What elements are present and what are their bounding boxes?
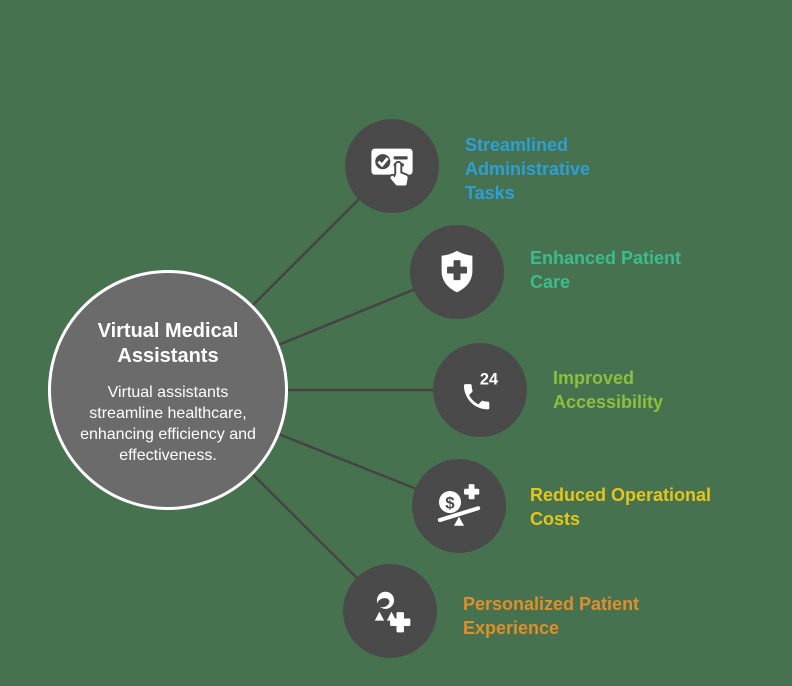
task-card-hand-icon [371, 148, 413, 188]
hub-circle: Virtual Medical Assistants Virtual assis… [48, 270, 288, 510]
node-improved-accessibility: 24 [433, 343, 527, 437]
phone-24-icon: 24 [463, 370, 498, 410]
cost-balance-icon: $ [437, 484, 481, 526]
dollar-symbol: $ [445, 493, 455, 512]
label-reduced-operational-costs: Reduced Operational Costs [530, 485, 712, 529]
shield-cross-icon [441, 250, 473, 293]
label-streamlined-administrative-tasks: Streamlined Administrative Tasks [465, 135, 591, 203]
patient-plus-icon [374, 591, 411, 633]
label-improved-accessibility: Improved Accessibility [553, 368, 664, 412]
label-enhanced-patient-care: Enhanced Patient Care [530, 248, 682, 292]
node-reduced-operational-costs: $ [412, 459, 506, 553]
hub-title: Virtual Medical Assistants [97, 320, 239, 367]
phone-24-badge: 24 [480, 370, 498, 388]
hub-description: Virtual assistants streamline healthcare… [80, 384, 256, 464]
node-personalized-patient-experience [343, 564, 437, 658]
node-enhanced-patient-care [410, 225, 504, 319]
node-streamlined-administrative-tasks [345, 119, 439, 213]
label-personalized-patient-experience: Personalized Patient Experience [463, 594, 640, 638]
